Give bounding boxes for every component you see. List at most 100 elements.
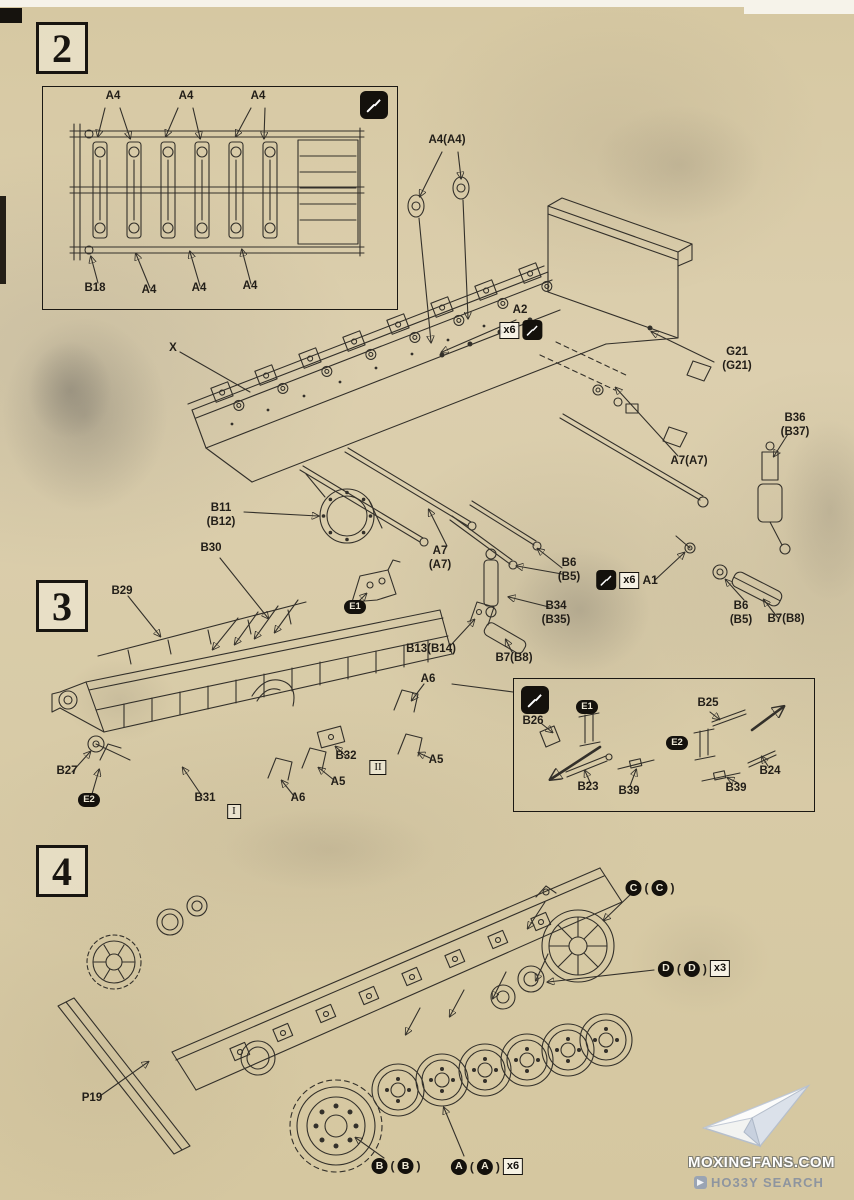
p19-plate xyxy=(57,997,191,1155)
step4-drawing xyxy=(57,867,655,1173)
paintbrush-icon xyxy=(366,99,381,113)
label-b39-right: B39 xyxy=(725,782,747,794)
label-a1: A1 xyxy=(642,573,658,587)
label-b30: B30 xyxy=(200,542,222,554)
label-b26: B26 xyxy=(522,715,544,727)
badge-d: D xyxy=(683,960,700,977)
label-a7: A7 (A7) xyxy=(428,545,452,571)
badge-d: D xyxy=(657,960,674,977)
roman-numeral-two: II xyxy=(369,760,387,775)
part-d-callout: D ( D ) x3 xyxy=(657,960,731,977)
road-wheel xyxy=(371,1063,425,1117)
transmission-plate xyxy=(305,473,383,544)
label-a2: A2 xyxy=(512,304,528,316)
label-b13: B13(B14) xyxy=(406,643,456,655)
paintbrush-icon xyxy=(527,694,542,708)
d-quantity: x3 xyxy=(709,960,731,977)
step3-drawing xyxy=(51,559,514,797)
label-b25: B25 xyxy=(697,697,719,709)
idler-wheel xyxy=(541,909,615,983)
label-b32: B32 xyxy=(335,750,357,762)
label-a4-top-3: A4 xyxy=(250,90,266,102)
paren-open: ( xyxy=(469,1159,474,1174)
part-a-callout: A ( A ) x6 xyxy=(450,1158,524,1175)
scan-mark-left-top xyxy=(0,8,22,23)
label-a7a7: A7(A7) xyxy=(670,455,708,467)
paren-open: ( xyxy=(644,881,649,895)
paren-open: ( xyxy=(390,1159,395,1173)
label-b7b8-left: B7(B8) xyxy=(495,652,533,664)
badge-b: B xyxy=(397,1158,414,1174)
label-b27: B27 xyxy=(56,765,78,777)
label-b34: B34 (B35) xyxy=(541,600,571,626)
step3-inset-drawing xyxy=(539,707,783,787)
part-c-callout: C ( C ) xyxy=(625,880,675,896)
label-b18: B18 xyxy=(84,282,106,294)
part-b-callout: B ( B ) xyxy=(371,1158,421,1174)
step-3-number: 3 xyxy=(36,580,88,632)
paint-callout-icon xyxy=(521,686,549,714)
label-g21: G21 (G21) xyxy=(722,346,752,372)
paren-close: ) xyxy=(416,1159,421,1173)
watermark: MOXINGFANS.COM HO33Y SEARCH xyxy=(688,1082,852,1198)
label-b11: B11 (B12) xyxy=(206,502,236,528)
label-b39-left: B39 xyxy=(618,785,640,797)
step2-main-drawing xyxy=(179,151,791,654)
paren-close: ) xyxy=(702,961,707,976)
road-wheel xyxy=(500,1033,554,1087)
badge-e2-inset: E2 xyxy=(666,736,688,750)
label-a6-lower: A6 xyxy=(290,792,306,804)
paper-plane-logo xyxy=(702,1084,811,1148)
label-b36: B36 (B37) xyxy=(780,412,810,438)
step-2-number: 2 xyxy=(36,22,88,74)
a1-quantity: x6 xyxy=(619,571,640,589)
a-quantity: x6 xyxy=(502,1158,524,1175)
watermark-site: MOXINGFANS.COM xyxy=(688,1154,836,1171)
watermark-brand: HO33Y SEARCH xyxy=(711,1175,824,1190)
scan-mark-left-mid xyxy=(0,196,6,284)
label-b6-lower: B6 (B5) xyxy=(729,600,753,626)
a1-quantity-callout: x6 A1 xyxy=(596,570,658,590)
roman-numeral-one: I xyxy=(227,804,241,819)
paren-open: ( xyxy=(676,961,681,976)
label-b29: B29 xyxy=(111,585,133,597)
road-wheel xyxy=(541,1023,595,1077)
badge-a: A xyxy=(476,1158,493,1175)
paint-callout-icon xyxy=(596,570,617,590)
drive-sprocket xyxy=(289,1079,383,1173)
label-a4-bottom-2: A4 xyxy=(191,282,207,294)
left-sprocket xyxy=(86,934,142,990)
paren-close: ) xyxy=(495,1159,500,1174)
road-wheel xyxy=(458,1043,512,1097)
paint-callout-icon xyxy=(522,320,543,340)
badge-e1: E1 xyxy=(344,600,366,614)
label-a4-top-1: A4 xyxy=(105,90,121,102)
badge-c: C xyxy=(625,880,642,896)
watermark-brand-row: HO33Y SEARCH xyxy=(694,1175,824,1190)
scan-edge-top xyxy=(0,0,854,7)
a2-quantity-callout: x6 xyxy=(499,320,543,340)
hobby-search-icon xyxy=(694,1176,707,1189)
step3-inset-box xyxy=(513,678,815,812)
label-b31: B31 xyxy=(194,792,216,804)
scan-edge-top-right xyxy=(744,0,854,14)
label-a4-top-2: A4 xyxy=(178,90,194,102)
badge-e1-inset: E1 xyxy=(576,700,598,714)
badge-a: A xyxy=(450,1158,467,1175)
label-a6-upper: A6 xyxy=(420,673,436,685)
paren-close: ) xyxy=(670,881,675,895)
label-b24: B24 xyxy=(759,765,781,777)
a2-quantity: x6 xyxy=(499,321,520,339)
label-a5-right: A5 xyxy=(428,754,444,766)
step2-inset-box xyxy=(42,86,398,310)
label-b7b8-right: B7(B8) xyxy=(767,613,805,625)
label-a4-bottom-3: A4 xyxy=(242,280,258,292)
label-b23: B23 xyxy=(577,781,599,793)
step-4-number: 4 xyxy=(36,845,88,897)
step2-inset-drawing xyxy=(69,107,365,289)
road-wheel xyxy=(579,1013,633,1067)
label-b6-upper: B6 (B5) xyxy=(557,557,581,583)
badge-b: B xyxy=(371,1158,388,1174)
